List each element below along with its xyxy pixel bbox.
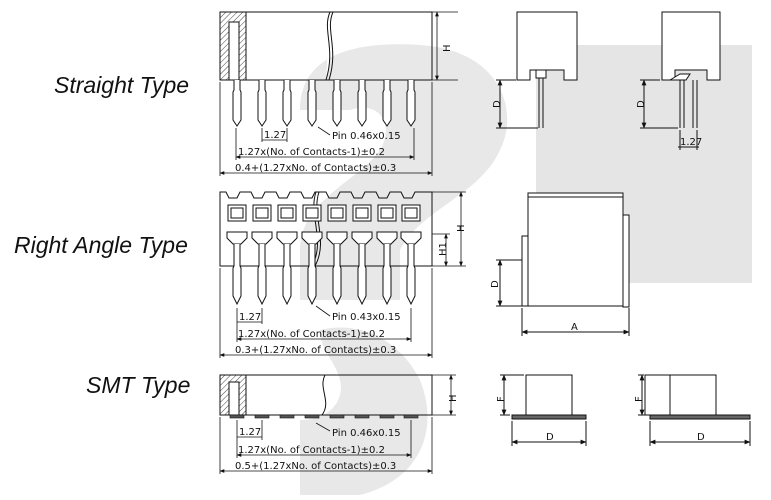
smt-side-f-label: F: [496, 396, 507, 402]
right-angle-contact-cells: [226, 204, 422, 245]
straight-pin: [232, 80, 242, 127]
straight-pin-outline: [307, 80, 317, 127]
straight-span-label: 1.27x(No. of Contacts-1)±0.2: [238, 147, 385, 158]
straight-side-pitch-label: 1.27: [680, 137, 702, 148]
right-angle-side-a-label: A: [571, 322, 578, 333]
straight-side-view-left: [496, 11, 578, 129]
smt-front-view: [219, 374, 433, 416]
straight-pin: [307, 80, 317, 127]
right-angle-h1-label: H1: [438, 242, 449, 256]
right-angle-pin: [282, 244, 292, 306]
right-angle-pin: [257, 244, 267, 306]
straight-pin: [406, 80, 416, 127]
right-angle-span-label: 1.27x(No. of Contacts-1)±0.2: [238, 329, 385, 340]
straight-pin: [257, 80, 267, 127]
straight-pin: [282, 80, 292, 127]
straight-pin-outline: [332, 80, 342, 127]
contact-cell-inner: [355, 207, 369, 219]
smt-side-view-right: [638, 374, 751, 446]
right-angle-pin: [332, 244, 342, 306]
contact-cell-lower: [251, 231, 273, 245]
straight-pin-outline: [282, 80, 292, 127]
contact-cell-inner: [380, 207, 394, 219]
straight-h-label: H: [442, 44, 453, 52]
straight-type-label: Straight Type: [54, 72, 190, 98]
contact-cell-lower: [351, 231, 373, 245]
right-angle-h-label: H: [456, 224, 467, 232]
contact-cell-inner: [280, 207, 294, 219]
right-angle-pin-label: Pin 0.43x0.15: [332, 312, 401, 323]
right-angle-pin-row: [232, 244, 416, 306]
smt-pad: [254, 414, 270, 419]
right-angle-dimensions: [219, 191, 466, 358]
straight-pin: [357, 80, 367, 127]
smt-pad: [403, 414, 419, 419]
contact-cell-inner: [330, 207, 344, 219]
smt-overall-label: 0.5+(1.27xNo. of Contacts)±0.3: [235, 461, 396, 472]
contact-cell-inner: [404, 207, 418, 219]
smt-pin-label: Pin 0.46x0.15: [332, 428, 401, 439]
contact-cell-inner: [230, 207, 244, 219]
straight-pin-outline: [357, 80, 367, 127]
straight-dimensions: [219, 11, 458, 176]
contact-cell-lower: [376, 231, 398, 245]
straight-pitch-label: 1.27: [264, 130, 286, 141]
contact-cell-lower: [326, 231, 348, 245]
smt-h-label: H: [448, 394, 459, 402]
smt-side-d-label-right: D: [697, 432, 705, 443]
smt-pad-row: [229, 414, 419, 419]
straight-pin-outline: [257, 80, 267, 127]
smt-side-view-left: [500, 374, 587, 446]
contact-cell-inner: [305, 207, 319, 219]
smt-span-label: 1.27x(No. of Contacts-1)±0.2: [238, 445, 385, 456]
straight-overall-label: 0.4+(1.27xNo. of Contacts)±0.3: [235, 163, 396, 174]
smt-dimensions: [219, 374, 456, 474]
smt-pad: [229, 414, 245, 419]
right-angle-overall-label: 0.3+(1.27xNo. of Contacts)±0.3: [235, 345, 396, 356]
smt-pad: [354, 414, 370, 419]
right-angle-pin: [382, 244, 392, 306]
smt-pad: [279, 414, 295, 419]
contact-cell-lower: [276, 231, 298, 245]
smt-pad: [304, 414, 320, 419]
right-angle-side-view: [496, 192, 630, 336]
straight-side-d-label-right: D: [636, 100, 647, 108]
straight-pin-outline: [232, 80, 242, 127]
contact-cell-lower: [226, 231, 248, 245]
right-angle-pin: [406, 244, 416, 306]
straight-side-d-label: D: [492, 100, 503, 108]
contact-cell-lower: [301, 231, 323, 245]
smt-pad: [329, 414, 345, 419]
straight-pin: [382, 80, 392, 127]
contact-cell-lower: [400, 231, 422, 245]
right-angle-type-label: Right Angle Type: [14, 232, 188, 258]
smt-type-label: SMT Type: [86, 372, 191, 398]
right-angle-pin: [357, 244, 367, 306]
straight-pin-outline: [382, 80, 392, 127]
straight-pin-outline: [406, 80, 416, 127]
contact-cell-inner: [255, 207, 269, 219]
smt-pad: [379, 414, 395, 419]
right-angle-side-d-label: D: [490, 280, 501, 288]
right-angle-pin: [232, 244, 242, 306]
smt-pitch-label: 1.27: [239, 427, 261, 438]
straight-pin-label: Pin 0.46x0.15: [332, 131, 401, 142]
smt-side-d-label: D: [546, 432, 554, 443]
straight-side-view-right: [640, 11, 721, 150]
right-angle-pin: [307, 244, 317, 306]
smt-side-f-label-right: F: [634, 396, 645, 402]
right-angle-pitch-label: 1.27: [239, 312, 261, 323]
straight-pin-row: [232, 80, 416, 127]
straight-pin: [332, 80, 342, 127]
